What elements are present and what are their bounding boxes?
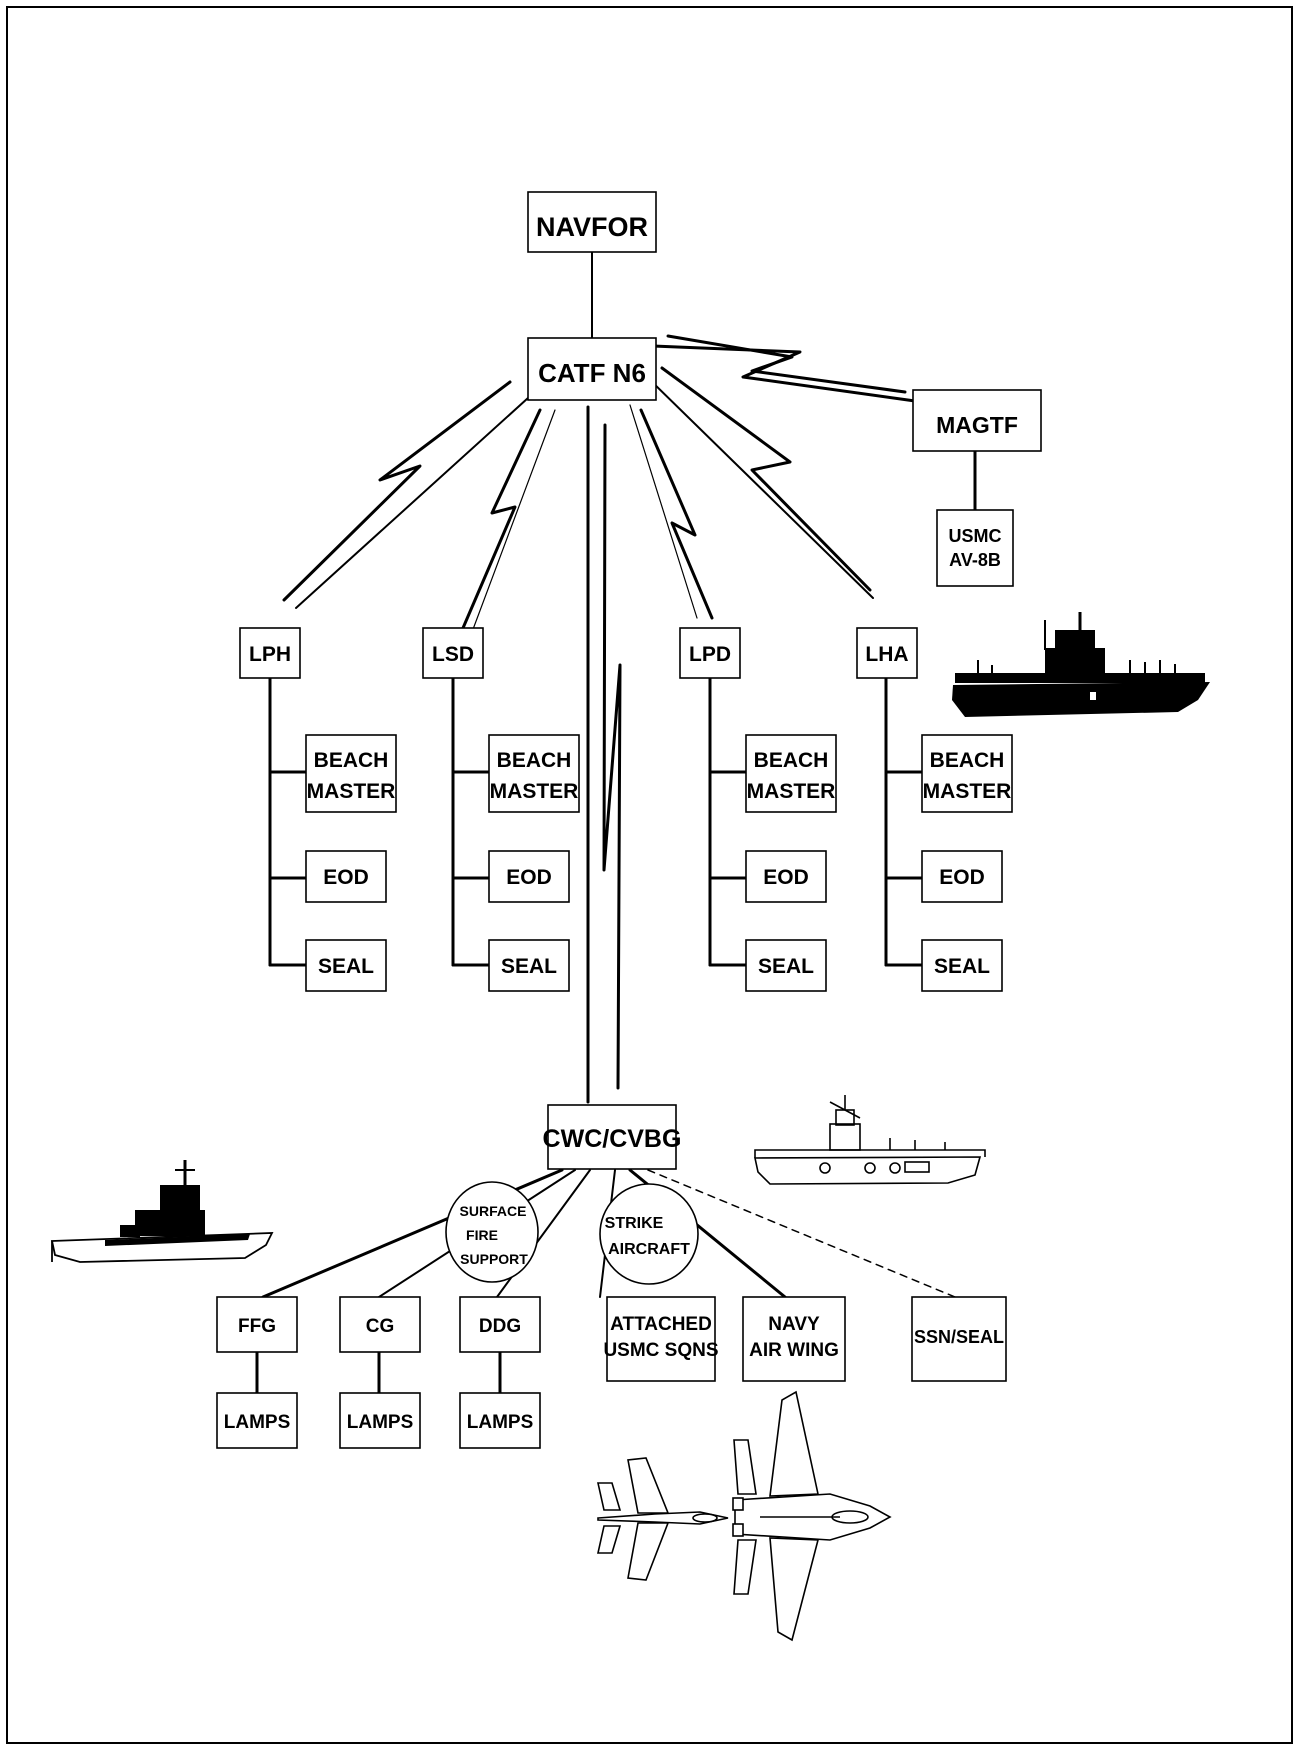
- support-label: SUPPORT: [460, 1251, 528, 1267]
- catf-lph-link-a: [282, 380, 512, 602]
- lph-master-label: MASTER: [307, 780, 396, 803]
- lph-eod-label: EOD: [323, 866, 369, 889]
- surface-fire-support-circle: [445, 1181, 539, 1283]
- ddg-lamps-label: LAMPS: [467, 1412, 534, 1433]
- lha-beach-label: BEACH: [930, 749, 1005, 772]
- ddg-label: DDG: [479, 1316, 521, 1337]
- ssn-seal-label: SSN/SEAL: [914, 1327, 1004, 1347]
- aircraft-label: AIRCRAFT: [608, 1241, 690, 1258]
- cg-label: CG: [366, 1316, 395, 1337]
- lsd-label: LSD: [432, 643, 474, 666]
- lpd-master-label: MASTER: [747, 780, 836, 803]
- cwc-ssn-link: [647, 1169, 956, 1298]
- lsd-beach-label: BEACH: [497, 749, 572, 772]
- catf-lpd-link-a: [629, 404, 698, 619]
- lha-eod-label: EOD: [939, 866, 985, 889]
- catf-magtf-link-b: [666, 334, 907, 394]
- lpd-beach-label: BEACH: [754, 749, 829, 772]
- lpd-label: LPD: [689, 643, 731, 666]
- aircraft-carrier-icon: [754, 1095, 986, 1185]
- lha-master-label: MASTER: [923, 780, 1012, 803]
- av8b-label: AV-8B: [949, 550, 1001, 570]
- lpd-tree: [708, 676, 748, 967]
- lph-seal-label: SEAL: [318, 955, 374, 978]
- air-wing-label: AIR WING: [749, 1340, 839, 1361]
- lpd-seal-label: SEAL: [758, 955, 814, 978]
- lha-tree: [884, 676, 924, 967]
- strike-aircraft-circle: [599, 1183, 699, 1285]
- lsd-tree: [451, 676, 491, 967]
- usmc-label: USMC: [949, 526, 1002, 546]
- catf-lsd-link-b: [471, 409, 556, 633]
- strike-label: STRIKE: [605, 1215, 664, 1232]
- magtf-label: MAGTF: [936, 412, 1018, 438]
- attached-label: ATTACHED: [610, 1314, 712, 1335]
- catf-lsd-link-a: [458, 408, 542, 637]
- boxes: [216, 191, 1042, 1449]
- amphibious-assault-ship-icon: [952, 612, 1210, 717]
- lha-label: LHA: [865, 643, 908, 666]
- lsd-eod-label: EOD: [506, 866, 552, 889]
- usmc-sqns-label: USMC SQNS: [603, 1340, 718, 1361]
- page-border: [6, 6, 1293, 1744]
- navfor-label: NAVFOR: [536, 212, 648, 242]
- destroyer-icon: [50, 1160, 274, 1263]
- ffg-label: FFG: [238, 1316, 276, 1337]
- surface-label: SURFACE: [460, 1203, 527, 1219]
- labels: NAVFOR CATF N6 MAGTF USMC AV-8B LPH LSD …: [224, 212, 1018, 1433]
- catf-label: CATF N6: [538, 358, 646, 388]
- connectors: [255, 251, 977, 1395]
- catf-lph-link-b: [295, 397, 529, 609]
- navy-label: NAVY: [768, 1314, 820, 1335]
- lsd-master-label: MASTER: [490, 780, 579, 803]
- lph-beach-label: BEACH: [314, 749, 389, 772]
- fighter-jet-icon: [597, 1457, 729, 1581]
- catf-lha-link-a: [646, 376, 874, 599]
- ffg-lamps-label: LAMPS: [224, 1412, 291, 1433]
- lha-seal-label: SEAL: [934, 955, 990, 978]
- fire-label: FIRE: [466, 1227, 498, 1243]
- cg-lamps-label: LAMPS: [347, 1412, 414, 1433]
- cwc-label: CWC/CVBG: [543, 1125, 682, 1153]
- catf-cwc-link-b: [602, 423, 622, 1090]
- lph-tree: [268, 676, 308, 967]
- catf-lpd-link-b: [639, 408, 714, 620]
- tomcat-jet-icon: [732, 1390, 892, 1642]
- lph-label: LPH: [249, 643, 291, 666]
- lpd-eod-label: EOD: [763, 866, 809, 889]
- catf-lha-link-b: [660, 366, 872, 592]
- lsd-seal-label: SEAL: [501, 955, 557, 978]
